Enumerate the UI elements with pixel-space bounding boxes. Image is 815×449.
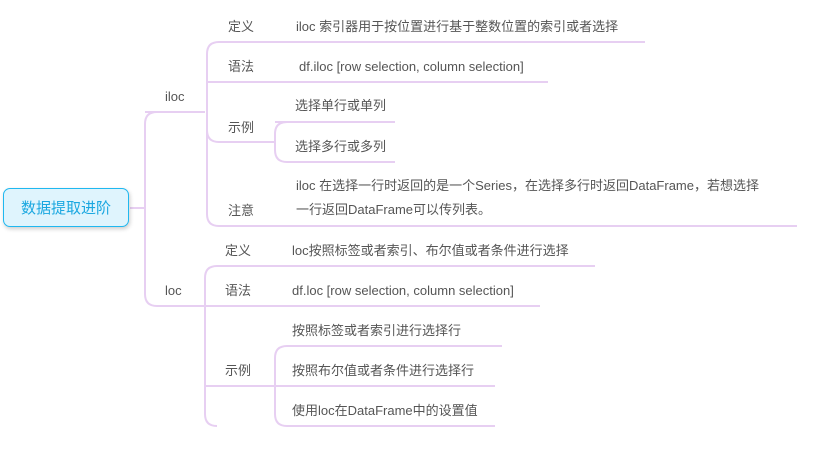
iloc-note-label[interactable]: 注意 — [228, 203, 255, 218]
iloc-definition-label[interactable]: 定义 — [228, 19, 255, 34]
branch-iloc[interactable]: iloc — [165, 89, 185, 104]
iloc-definition[interactable]: iloc 索引器用于按位置进行基于整数位置的索引或者选择 — [296, 19, 619, 34]
loc-example-2[interactable]: 按照布尔值或者条件进行选择行 — [292, 363, 475, 378]
loc-syntax[interactable]: df.loc [row selection, column selection] — [292, 283, 514, 298]
iloc-note-line-1[interactable]: iloc 在选择一行时返回的是一个Series，在选择多行时返回DataFram… — [296, 178, 759, 193]
loc-example-1[interactable]: 按照标签或者索引进行选择行 — [292, 323, 462, 338]
iloc-example-1[interactable]: 选择单行或单列 — [295, 98, 387, 113]
branch-loc[interactable]: loc — [165, 283, 182, 298]
loc-syntax-label[interactable]: 语法 — [225, 283, 252, 298]
loc-definition[interactable]: loc按照标签或者索引、布尔值或者条件进行选择 — [292, 243, 569, 258]
iloc-note-line-2[interactable]: 一行返回DataFrame可以传列表。 — [296, 202, 492, 217]
iloc-example-2[interactable]: 选择多行或多列 — [295, 139, 387, 154]
iloc-syntax-label[interactable]: 语法 — [228, 59, 255, 74]
root-node[interactable]: 数据提取进阶 — [3, 188, 129, 227]
iloc-example-label[interactable]: 示例 — [228, 120, 255, 135]
loc-example-3[interactable]: 使用loc在DataFrame中的设置值 — [292, 403, 478, 418]
loc-example-label[interactable]: 示例 — [225, 363, 252, 378]
iloc-syntax[interactable]: df.iloc [row selection, column selection… — [299, 59, 524, 74]
loc-definition-label[interactable]: 定义 — [225, 243, 252, 258]
